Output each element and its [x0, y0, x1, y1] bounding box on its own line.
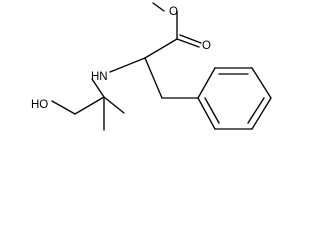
bond-nh-quaternary	[91, 78, 105, 98]
bond-carbonyl-alpha	[144, 38, 178, 59]
bond-alpha-benzyl	[144, 57, 163, 99]
ring-inner-bond-2	[247, 97, 265, 124]
molecule-structure: O O HN HO	[31, 2, 272, 131]
bond-ch2-oh	[51, 100, 76, 115]
atom-labels: O O HN HO	[31, 6, 211, 111]
ring-bond-3	[251, 67, 272, 99]
bond-quaternary-ch2	[74, 96, 105, 115]
bond-alpha-nh	[109, 57, 146, 73]
ring-bond-1	[197, 67, 216, 99]
ring-bond-6	[197, 97, 216, 130]
amine-label: HN	[91, 71, 108, 83]
hydroxyl-label: HO	[31, 99, 48, 111]
bond-carbonyl-double-1	[176, 38, 200, 48]
bond-methyl-o	[152, 2, 165, 12]
ester-oxygen-label: O	[169, 6, 178, 18]
bond-quaternary-right-methyl	[103, 96, 125, 114]
bond-lines	[51, 2, 272, 131]
chemical-structure-canvas: O O HN HO	[31, 2, 272, 131]
bond-carbonyl-double-2	[179, 34, 202, 44]
ring-inner-bond-3	[204, 97, 220, 124]
ring-bond-4	[251, 97, 272, 130]
carbonyl-oxygen-label: O	[202, 40, 211, 52]
